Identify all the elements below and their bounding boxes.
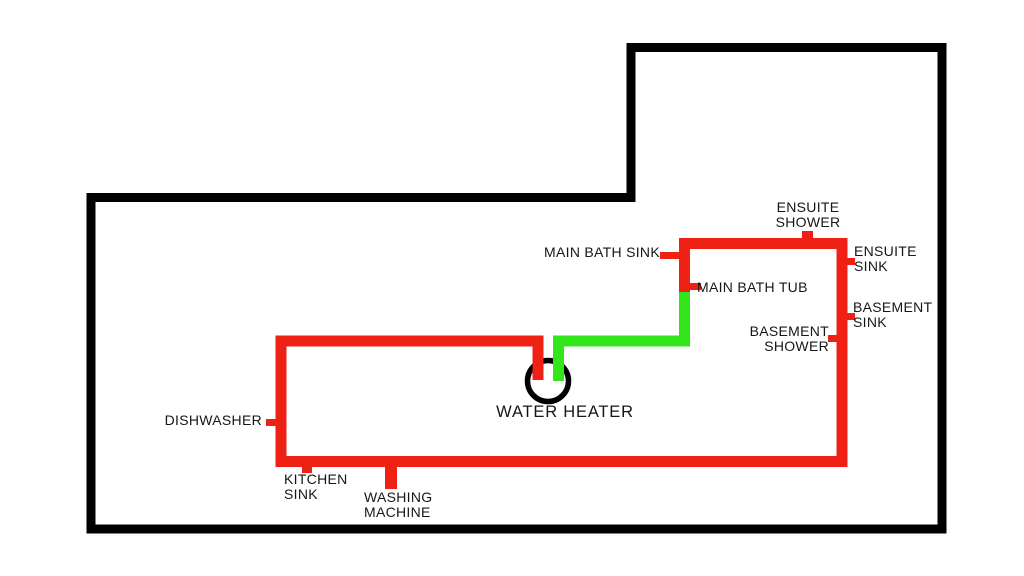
dishwasher-label: DISHWASHER <box>164 412 262 428</box>
ensuite-shower-label: ENSUITE SHOWER <box>775 199 841 230</box>
ensuite-sink-label: ENSUITE SINK <box>854 243 917 274</box>
main-bath-sink-label: MAIN BATH SINK <box>544 244 660 260</box>
dishwasher-tick <box>266 419 277 426</box>
main-bath-sink-tick <box>660 252 680 259</box>
basement-sink-tick <box>846 313 855 320</box>
basement-sink-label: BASEMENT SINK <box>853 299 933 330</box>
water-heater-label: WATER HEATER <box>496 403 634 421</box>
main-bath-tub-label: MAIN BATH TUB <box>697 279 808 295</box>
ensuite-sink-tick <box>846 258 855 265</box>
house-outline-wall <box>86 43 947 534</box>
washing-machine-label: WASHING MACHINE <box>364 489 433 520</box>
washing-machine-tick <box>385 465 397 489</box>
ensuite-shower-tick <box>802 231 813 239</box>
water-heater-icon <box>524 357 572 405</box>
basement-shower-label: BASEMENT SHOWER <box>749 323 829 354</box>
basement-shower-tick <box>828 335 837 342</box>
kitchen-sink-tick <box>302 465 312 473</box>
heater-loop-pipe <box>553 292 690 381</box>
main-bath-tub-tick <box>690 283 701 290</box>
kitchen-sink-label: KITCHEN SINK <box>284 471 348 502</box>
hot-water-pipe <box>275 238 848 467</box>
